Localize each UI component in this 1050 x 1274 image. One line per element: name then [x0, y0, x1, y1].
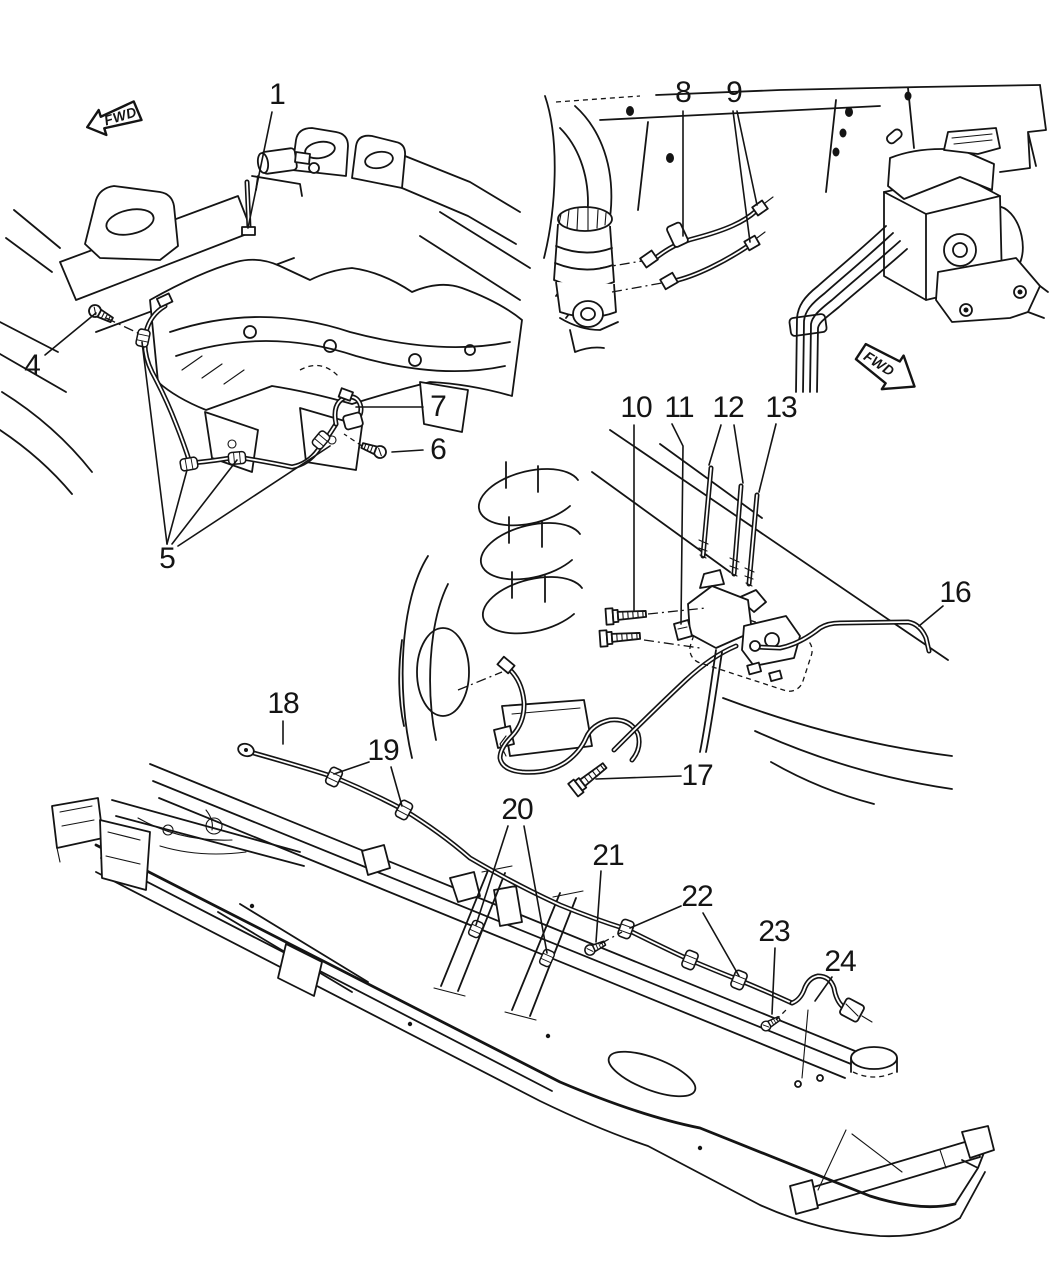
callout-20-leader [523, 825, 548, 954]
front-brake-hose [299, 364, 364, 431]
callout-11: 11 [664, 391, 694, 424]
callout-16: 16 [939, 576, 971, 609]
callout-5: 5 [159, 542, 176, 575]
callout-9-leader [732, 110, 751, 243]
callout-21-leader [595, 870, 602, 943]
callout-19-leader [333, 761, 370, 775]
bolt-item17 [567, 758, 611, 798]
callout-18: 18 [267, 687, 299, 720]
callout-17-leader [595, 775, 682, 780]
callout-22-leader [702, 912, 740, 977]
coil-spring [478, 461, 583, 635]
height-sensing-valve [687, 569, 813, 753]
callout-4: 4 [24, 349, 41, 382]
callout-5-leader [177, 445, 331, 547]
master-cylinder-tubes [599, 196, 774, 293]
callout-19-leader [390, 766, 403, 807]
callout-24-leader [814, 976, 833, 1002]
master-cylinder-abs-view: FWD [543, 84, 1049, 393]
callout-21: 21 [592, 839, 624, 872]
callout-5-leader [171, 459, 238, 545]
callout-23-leader [771, 947, 776, 1015]
callout-20: 20 [501, 793, 533, 826]
callout-19: 19 [367, 734, 399, 767]
callout-16-leader [918, 605, 944, 627]
fwd-arrow-left: FWD [86, 100, 143, 137]
callout-5-leader [166, 469, 188, 545]
abs-control-unit [883, 127, 1049, 323]
callout-11-leader [671, 423, 684, 625]
callout-leader-lines [44, 110, 944, 1015]
callout-6-leader [391, 449, 424, 453]
combination-valve [241, 147, 320, 236]
mounting-studs [698, 465, 760, 587]
callout-6: 6 [430, 433, 447, 466]
callout-9: 9 [726, 76, 743, 109]
callout-12-leader [733, 424, 744, 484]
callout-1: 1 [269, 78, 286, 111]
callout-23: 23 [758, 915, 790, 948]
rear-brake-line-front-section [749, 619, 932, 654]
callout-10: 10 [620, 391, 652, 424]
abs-tube-bundle [788, 225, 908, 393]
callout-20-leader [475, 825, 509, 926]
clip-item20-a [466, 918, 486, 940]
callout-7: 7 [430, 390, 447, 423]
callout-12-leader [708, 424, 722, 466]
fwd-arrow-right: FWD [854, 342, 916, 391]
callout-12: 12 [712, 391, 744, 424]
rear-brake-hose [789, 973, 873, 1088]
bolt-item11 [598, 627, 642, 648]
callout-9-leader [736, 110, 758, 206]
frame-view [51, 742, 995, 1238]
callout-22: 22 [681, 880, 713, 913]
callout-13-leader [758, 423, 777, 493]
callout-13: 13 [765, 391, 797, 424]
callout-5-leader [141, 341, 168, 545]
bolt-item10 [604, 605, 648, 626]
callout-24: 24 [824, 945, 856, 978]
callout-22-leader [629, 905, 682, 929]
callout-4-leader [44, 312, 97, 356]
brake-rotor [398, 555, 503, 759]
callout-8: 8 [675, 76, 692, 109]
brake-hose-assembly [493, 643, 739, 775]
callout-1-leader [247, 111, 273, 229]
callout-17: 17 [681, 759, 713, 792]
screw-item4 [85, 301, 116, 327]
rear-brake-line [237, 742, 795, 1006]
screw-item6 [359, 438, 389, 461]
front-axle-detail-view [398, 429, 953, 805]
front-suspension-view: FWD [0, 100, 531, 495]
